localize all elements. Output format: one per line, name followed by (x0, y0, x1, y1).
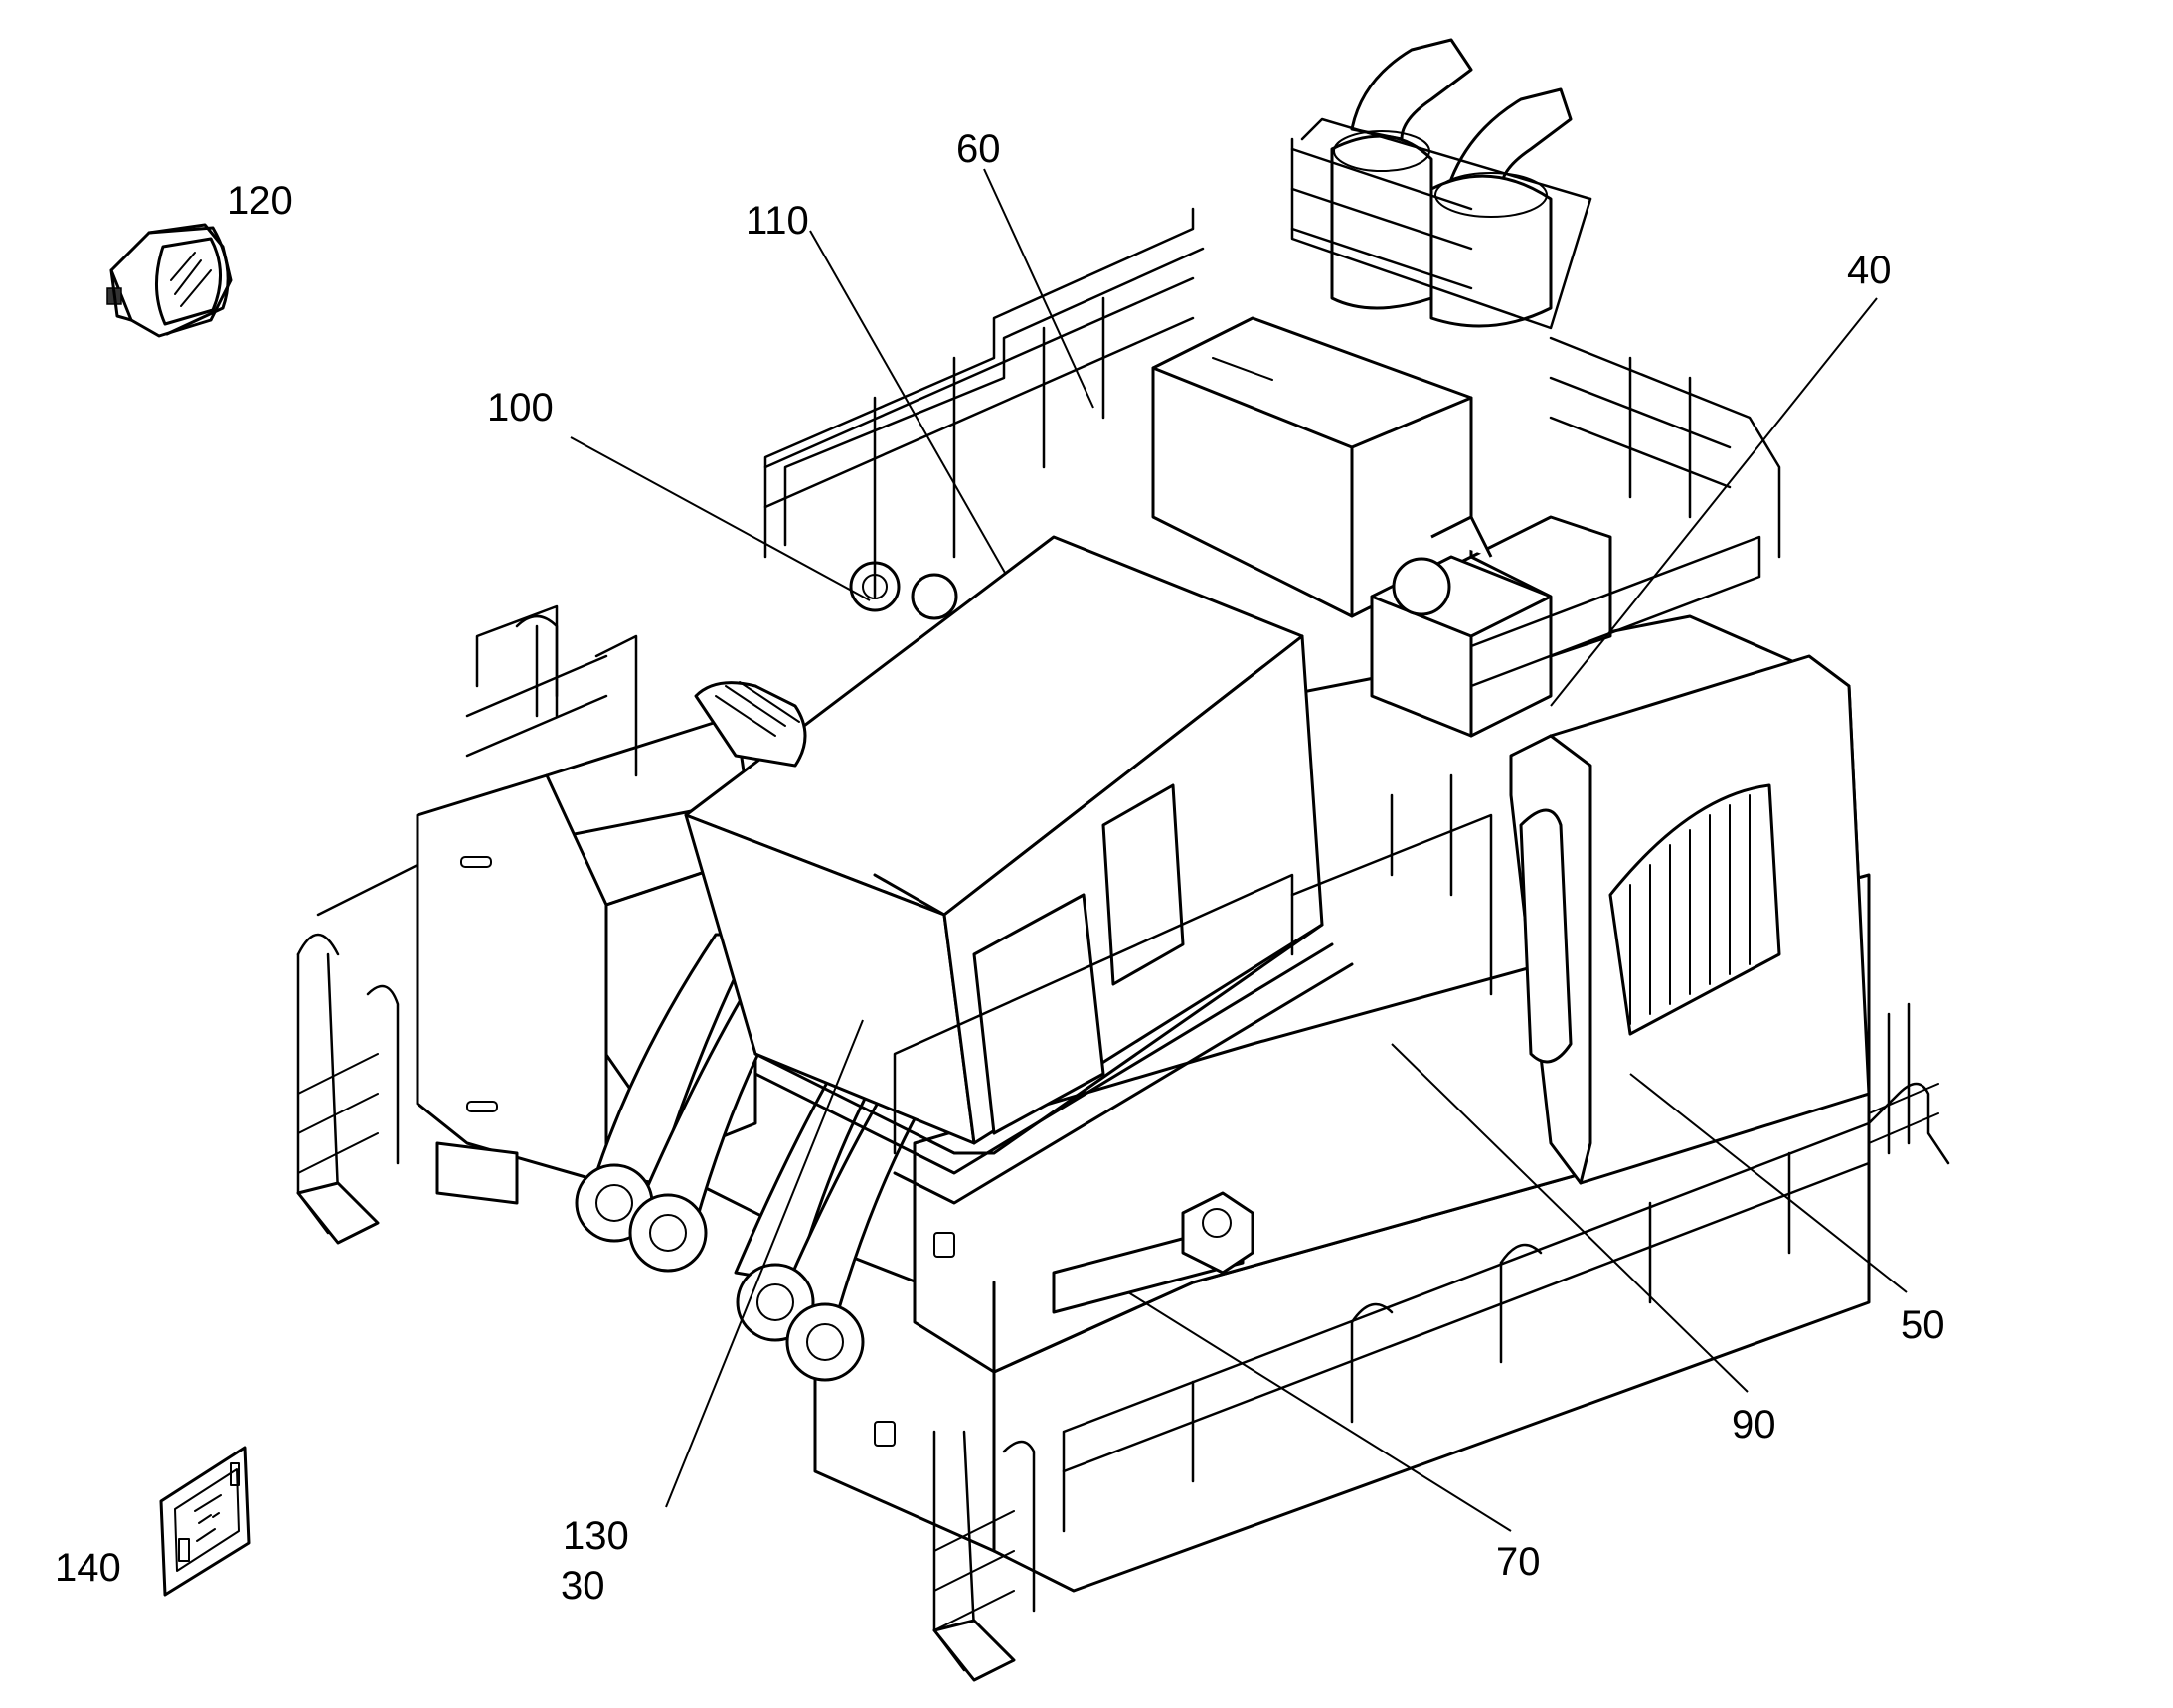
shovel-revolving-frame (296, 38, 1950, 1682)
leader-60 (983, 168, 1094, 409)
callout-90: 90 (1732, 1403, 1776, 1447)
callout-labels: 120 110 60 40 100 50 90 70 130 30 140 (55, 127, 1945, 1608)
callout-50: 50 (1901, 1303, 1945, 1347)
callout-40: 40 (1847, 249, 1892, 292)
callout-140: 140 (55, 1546, 121, 1590)
leader-110 (809, 230, 1006, 574)
leader-130 (665, 1019, 864, 1508)
leader-70 (1127, 1291, 1512, 1532)
leader-lines (570, 168, 1908, 1532)
leader-50 (1629, 1073, 1908, 1293)
callout-30: 30 (561, 1564, 605, 1608)
callout-120: 120 (227, 179, 293, 223)
callout-100: 100 (487, 386, 554, 429)
callout-60: 60 (956, 127, 1001, 171)
handrails (296, 207, 1950, 1682)
callout-130: 130 (563, 1514, 629, 1558)
leader-40 (1550, 297, 1878, 707)
callout-70: 70 (1496, 1540, 1541, 1584)
leader-90 (1391, 1043, 1749, 1393)
leader-100 (570, 436, 871, 601)
exhaust-stacks (1290, 38, 1592, 330)
part-140-decal (159, 1446, 251, 1597)
part-120-lamp (106, 223, 233, 338)
callout-110: 110 (746, 199, 809, 243)
